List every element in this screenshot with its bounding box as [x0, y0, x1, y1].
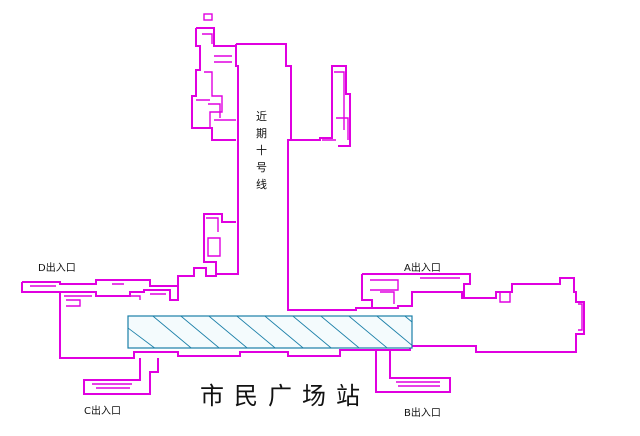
line-label-char-2: 期	[256, 127, 267, 140]
mid-left-shaft-inner	[206, 217, 221, 257]
platform-body	[127, 315, 413, 349]
exit-c-passage	[83, 358, 159, 395]
station-hall-outline	[59, 277, 585, 359]
exit-b-passage-inner	[396, 381, 440, 387]
upper-left-shaft	[191, 27, 236, 141]
top-marker	[203, 13, 213, 21]
exit-a-passage	[361, 273, 471, 308]
exit-a-label: A出入口	[404, 261, 441, 274]
line-label: 近 期 十 号 线	[256, 110, 267, 191]
mid-left-shaft	[203, 213, 239, 275]
exit-b-label: B出入口	[404, 406, 441, 419]
upper-left-shaft-detail	[214, 55, 236, 121]
upper-right-shaft-inner	[322, 71, 349, 141]
line-label-char-4: 号	[256, 161, 267, 174]
station-hall-left-detail	[64, 293, 166, 307]
line10-concourse-outline	[236, 43, 292, 311]
exit-b-passage	[375, 350, 451, 393]
line-label-char-1: 近	[256, 110, 267, 123]
exit-d-passage-inner	[30, 283, 124, 287]
exit-c-label: C出入口	[84, 404, 121, 417]
station-name-title: 市民广场站	[200, 382, 370, 410]
exit-d-label: D出入口	[38, 261, 76, 274]
line-label-char-5: 线	[256, 177, 267, 191]
upper-right-shaft	[291, 65, 351, 147]
station-hall-left-top	[60, 267, 217, 301]
exit-a-passage-inner	[370, 277, 460, 304]
exit-d-passage	[21, 279, 178, 293]
line10-concourse-left-wall	[235, 44, 239, 230]
exit-c-passage-inner	[92, 383, 132, 389]
line-label-char-3: 十	[256, 143, 267, 157]
platform-hatching	[128, 316, 412, 348]
platform	[127, 315, 413, 349]
station-hall-right-detail	[499, 283, 583, 331]
upper-left-shaft-inner	[196, 33, 223, 128]
